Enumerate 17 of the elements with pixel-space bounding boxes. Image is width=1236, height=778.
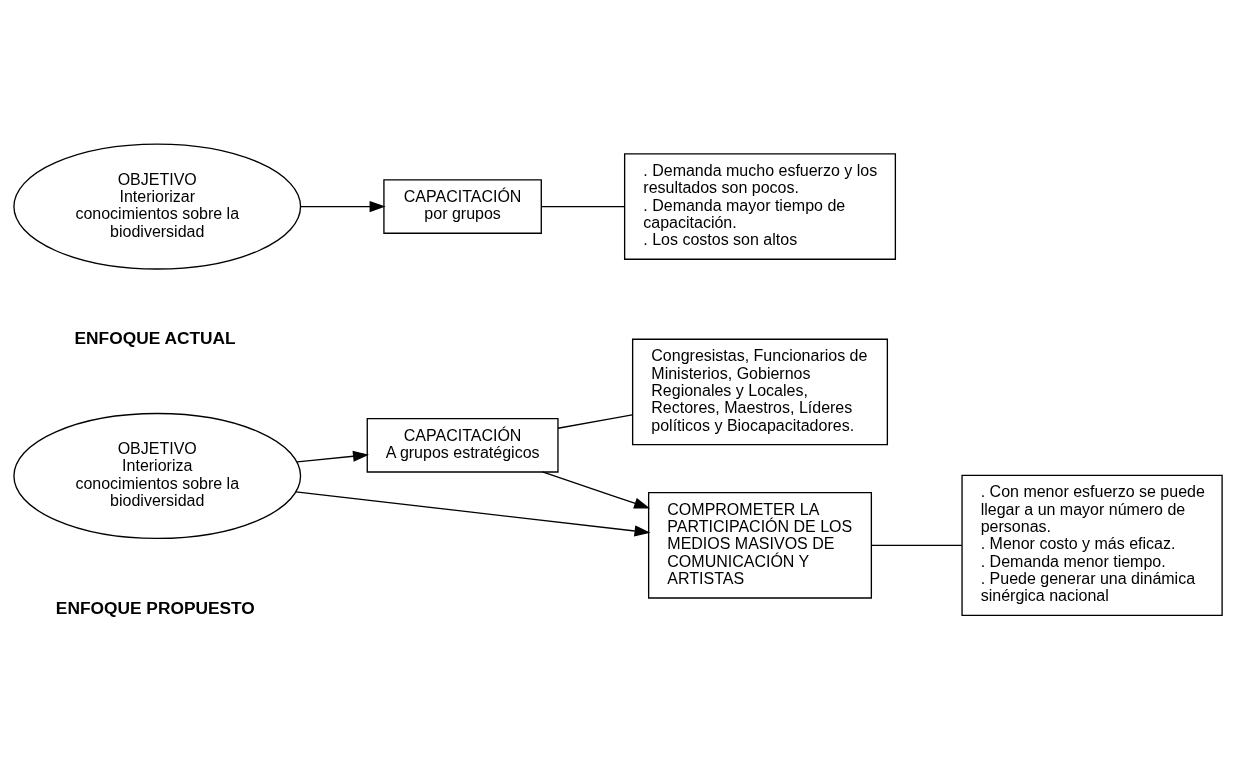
- connector: [870, 544, 963, 546]
- arrow: [296, 450, 369, 463]
- node-box: CAPACITACIÓN A grupos estratégicos: [366, 417, 559, 473]
- node-ellipse: OBJETIVO Interiorizar conocimientos sobre la biodiversidad: [13, 142, 302, 270]
- label: ENFOQUE PROPUESTO: [55, 597, 255, 618]
- node-box: Congresistas, Funcionarios de Ministerios, Gobiernos Regionales y Locales, Rectores, Maestros, Líderes políticos y Biocapacitadores.: [631, 338, 889, 445]
- node-box: . Demanda mucho esfuerzo y los resultados son pocos. . Demanda mayor tiempo de capacitación. . Los costos son altos: [623, 152, 897, 260]
- connector: [540, 205, 625, 207]
- node-box: COMPROMETER LA PARTICIPACIÓN DE LOS MEDIOS MASIVOS DE COMUNICACIÓN Y ARTISTAS: [648, 491, 873, 599]
- node-box: . Con menor esfuerzo se puede llegar a un mayor número de personas. . Menor costo y más eficaz. . Demanda menor tiempo. . Puede generar una dinámica sinérgica nacional: [961, 474, 1223, 616]
- node-ellipse: OBJETIVO Interioriza conocimientos sobre la biodiversidad: [13, 412, 302, 539]
- connector: [557, 413, 633, 429]
- label: ENFOQUE ACTUAL: [74, 327, 236, 348]
- arrow: [299, 200, 386, 212]
- arrow: [541, 470, 651, 509]
- node-box: CAPACITACIÓN por grupos: [383, 178, 542, 234]
- arrow: [295, 490, 651, 537]
